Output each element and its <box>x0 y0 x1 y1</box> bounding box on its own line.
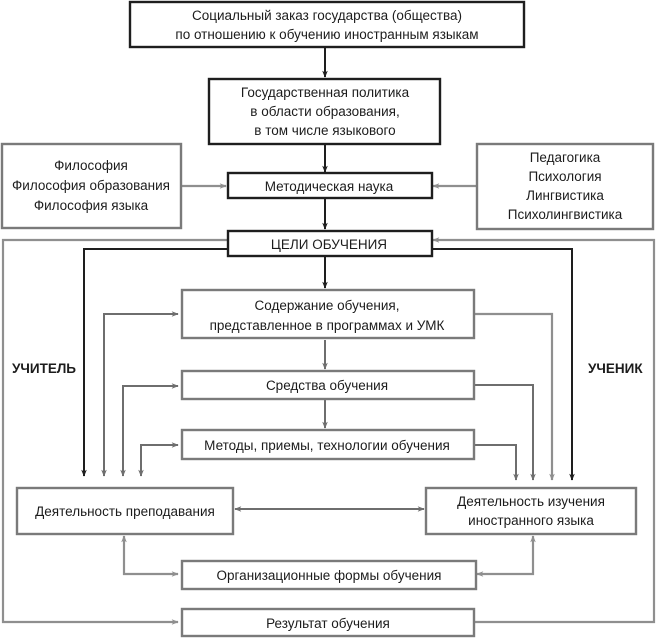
node-philosophy: Философия Философия образования Философи… <box>0 142 183 230</box>
node-means: Средства обучения <box>180 369 476 401</box>
edge-teaching-methods <box>138 442 179 477</box>
edge-goals-to-teaching <box>81 248 228 477</box>
node-content: Содержание обучения, представленное в пр… <box>180 288 476 340</box>
node-methodology-label: Методическая наука <box>265 179 394 194</box>
node-sciences: Педагогика Психология Лингвистика Психол… <box>475 142 655 231</box>
edge-means-to-learning <box>474 384 536 481</box>
node-social-order: Социальный заказ государства (общества) … <box>128 0 526 49</box>
node-forms: Организационные формы обучения <box>180 559 478 591</box>
edge-content-to-learning <box>474 312 555 481</box>
node-state-policy-line-1: Государственная политика <box>241 85 410 100</box>
node-learning: Деятельность изучения иностранного языка <box>424 486 638 536</box>
node-content-line-1: Содержание обучения, <box>255 298 400 313</box>
node-teaching: Деятельность преподавания <box>15 486 235 536</box>
node-philosophy-line-1: Философия <box>54 158 128 173</box>
edge-teaching-content <box>101 311 179 477</box>
node-state-policy-line-3: в том числе языкового <box>254 123 395 138</box>
node-result: Результат обучения <box>180 607 476 638</box>
node-philosophy-line-3: Философия языка <box>34 198 149 213</box>
node-state-policy: Государственная политика в области образ… <box>207 77 442 146</box>
node-learning-line-2: иностранного языка <box>468 513 594 528</box>
node-sciences-line-1: Педагогика <box>530 150 601 165</box>
node-means-label: Средства обучения <box>266 378 388 393</box>
node-teaching-label: Деятельность преподавания <box>35 504 215 519</box>
node-result-label: Результат обучения <box>266 616 390 631</box>
node-sciences-line-4: Психолингвистика <box>508 207 623 222</box>
node-goals-label: ЦЕЛИ ОБУЧЕНИЯ <box>271 237 387 252</box>
node-sciences-line-3: Лингвистика <box>526 188 604 203</box>
edge-teaching-means <box>120 383 179 477</box>
node-state-policy-line-2: в области образования, <box>250 104 399 119</box>
node-learning-line-1: Деятельность изучения <box>457 494 605 509</box>
label-teacher: УЧИТЕЛЬ <box>12 361 76 376</box>
node-methods-label: Методы, приемы, технологии обучения <box>204 438 450 453</box>
edge-goals-to-learning <box>433 248 575 481</box>
label-student: УЧЕНИК <box>588 361 643 376</box>
edge-methods-to-learning <box>474 444 519 481</box>
node-social-order-line-1: Социальный заказ государства (общества) <box>192 8 462 23</box>
node-methodology: Методическая наука <box>226 171 434 200</box>
connectors <box>1 48 656 625</box>
node-sciences-line-2: Психология <box>528 169 601 184</box>
edge-goals-to-result <box>1 238 228 625</box>
edge-result-to-goals <box>432 237 656 624</box>
edge-learning-forms <box>476 535 536 577</box>
node-social-order-line-2: по отношению к обучению иностранным язык… <box>175 27 478 42</box>
node-goals: ЦЕЛИ ОБУЧЕНИЯ <box>226 229 434 258</box>
edge-teaching-forms <box>121 535 179 577</box>
node-philosophy-line-2: Философия образования <box>12 178 170 193</box>
node-methods: Методы, приемы, технологии обучения <box>180 428 476 461</box>
node-forms-label: Организационные формы обучения <box>217 568 442 583</box>
node-content-line-2: представленное в программах и УМК <box>210 318 445 333</box>
